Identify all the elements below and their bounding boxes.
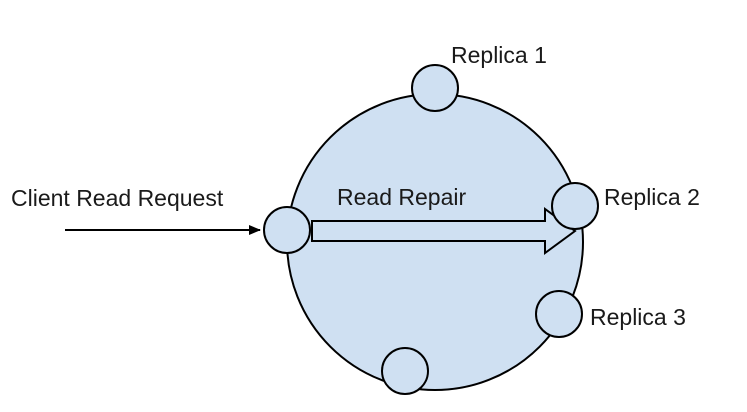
read-repair-label: Read Repair — [337, 184, 466, 210]
replica-1-node — [411, 64, 459, 112]
replica-1-label: Replica 1 — [451, 42, 547, 68]
read-repair-arrow — [311, 207, 577, 255]
coordinator-node — [263, 206, 311, 254]
client-read-request-label: Client Read Request — [11, 185, 224, 211]
replica-3-node — [535, 290, 583, 338]
bottom-node — [381, 347, 429, 395]
replica-2-node — [551, 182, 599, 230]
replica-2-label: Replica 2 — [604, 184, 700, 210]
replica-3-label: Replica 3 — [590, 304, 686, 330]
